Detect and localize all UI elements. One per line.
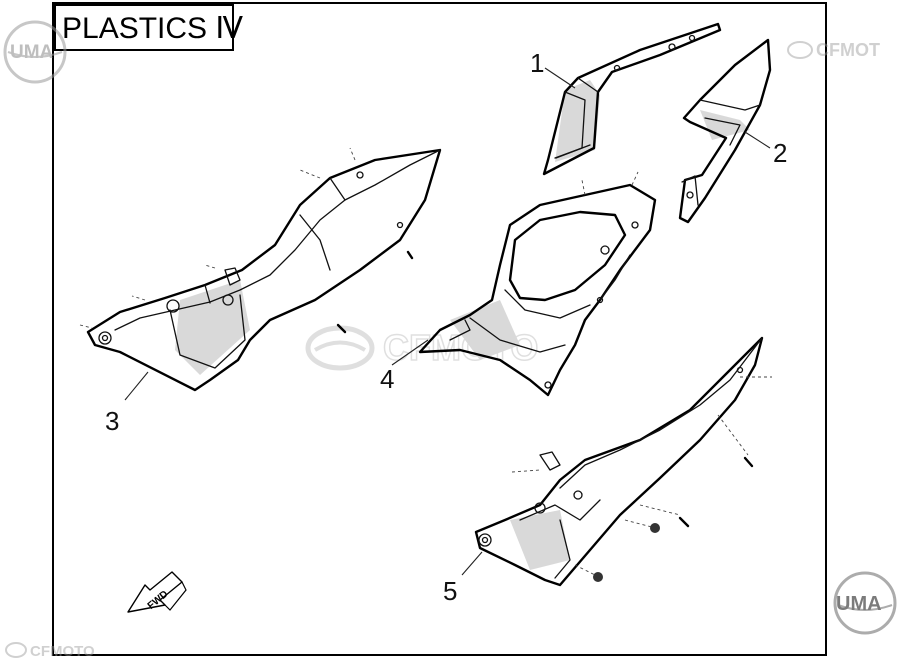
callout-2: 2 bbox=[744, 131, 787, 168]
part-2-rear-panel bbox=[678, 38, 772, 224]
part-1-upper-panel bbox=[542, 22, 722, 176]
uma-logo-text: UMA bbox=[10, 42, 54, 63]
uma-watermark-top-left: UMA bbox=[3, 20, 67, 84]
callout-number: 1 bbox=[530, 48, 544, 78]
fwd-direction-arrow: FWD bbox=[127, 571, 187, 613]
part-3-left-side-panel bbox=[79, 147, 442, 392]
callout-1: 1 bbox=[530, 48, 576, 89]
part-5-right-side-panel bbox=[474, 336, 772, 587]
callout-number: 3 bbox=[105, 406, 119, 436]
callout-4: 4 bbox=[380, 339, 429, 394]
cfmoto-watermark-top-right: CFMOT bbox=[787, 40, 880, 60]
callout-3: 3 bbox=[105, 371, 149, 436]
callout-5: 5 bbox=[443, 551, 483, 606]
part-4-center-surround bbox=[418, 171, 657, 397]
uma-logo-text: UMA bbox=[836, 593, 882, 615]
uma-watermark-bottom-right: UMA bbox=[833, 571, 897, 635]
callout-number: 4 bbox=[380, 364, 394, 394]
title-box: PLASTICS Ⅳ bbox=[54, 4, 243, 51]
cfmoto-logo-text: CFMOTO bbox=[30, 643, 95, 660]
diagram-frame bbox=[52, 2, 827, 656]
callout-number: 5 bbox=[443, 576, 457, 606]
cfmoto-watermark-bottom-left: CFMOTO bbox=[5, 642, 95, 660]
callout-number: 2 bbox=[773, 138, 787, 168]
diagram-title: PLASTICS Ⅳ bbox=[62, 12, 243, 45]
cfmoto-logo-text: CFMOT bbox=[816, 40, 880, 60]
